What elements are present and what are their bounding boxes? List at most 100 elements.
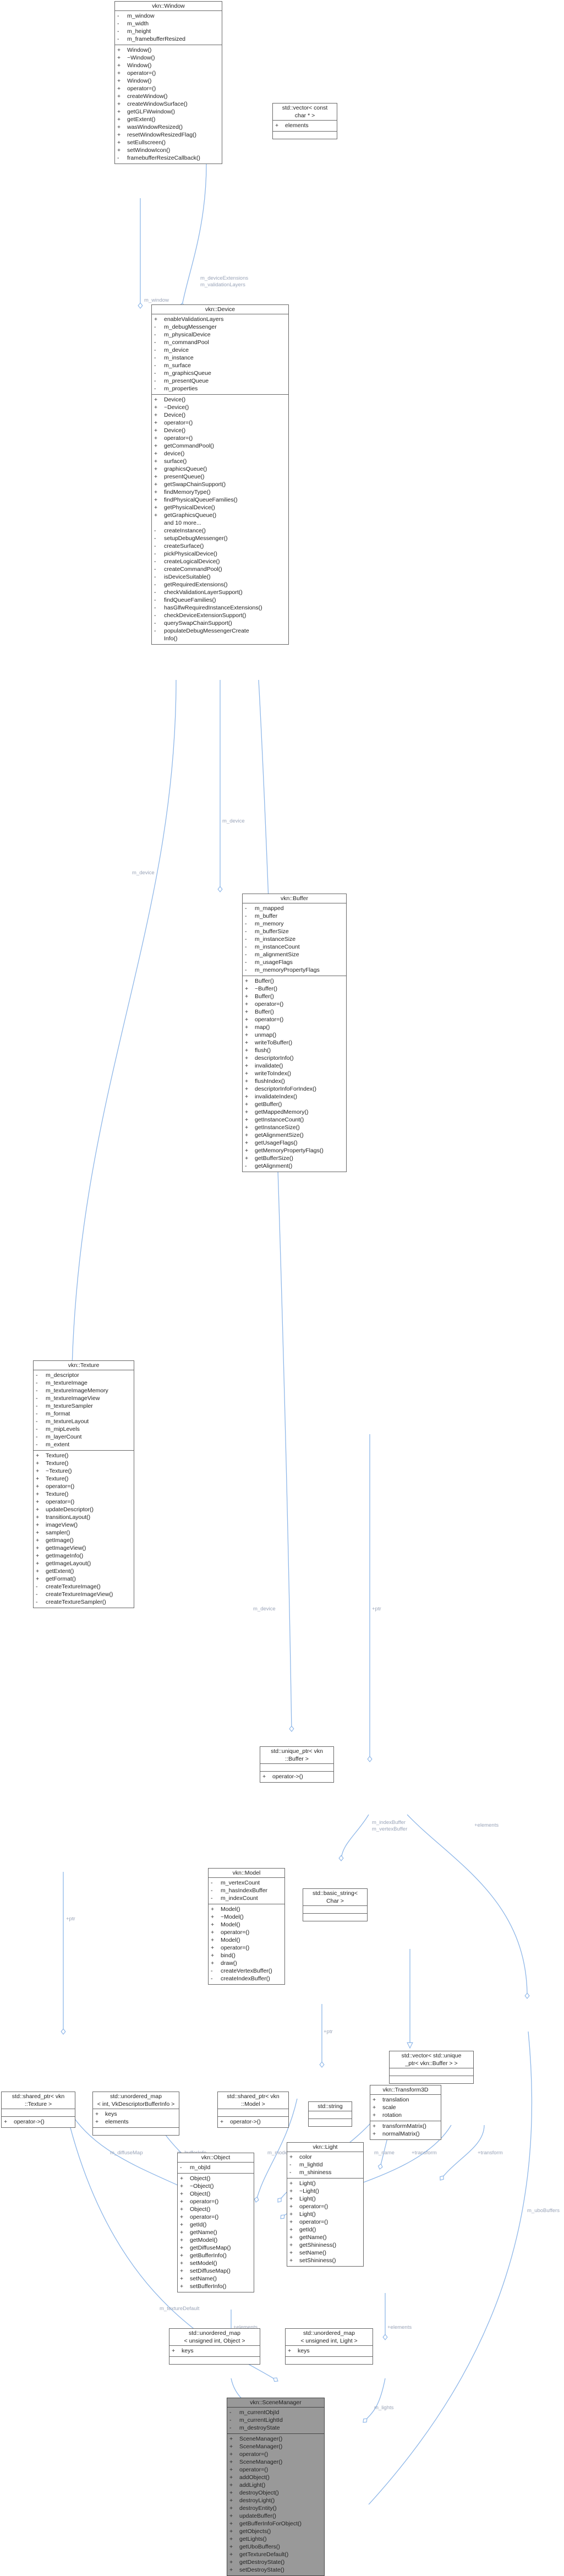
member-name: m_graphicsQueue bbox=[164, 370, 211, 377]
class-method: +device() bbox=[152, 450, 288, 458]
class-attribute: -m_instance bbox=[152, 354, 288, 362]
member-name: populateDebugMessengerCreate bbox=[164, 628, 249, 634]
class-std-vector-unique-ptr-buffer[interactable]: std::vector< std::unique_ptr< vkn::Buffe… bbox=[389, 2051, 474, 2084]
class-vkn-buffer[interactable]: vkn::Buffer-m_mapped-m_buffer-m_memory-m… bbox=[242, 894, 347, 1172]
class-std-shared-ptr-texture[interactable]: std::shared_ptr< vkn::Texture >+operator… bbox=[1, 2092, 75, 2128]
class-vkn-scene-manager[interactable]: vkn::SceneManager-m_currentObjId-m_curre… bbox=[227, 2398, 325, 2576]
visibility-marker: - bbox=[154, 581, 156, 588]
class-std-unordered-map-buffer-info[interactable]: std::unordered_map< int, VkDescriptorBuf… bbox=[92, 2092, 179, 2136]
class-method: +Texture() bbox=[34, 1459, 134, 1467]
member-name: m_indexCount bbox=[221, 1895, 258, 1902]
member-name: getShininess() bbox=[299, 2242, 337, 2248]
class-method: +operator=() bbox=[152, 419, 288, 427]
member-name: Texture() bbox=[46, 1452, 69, 1459]
class-std-string[interactable]: std::string bbox=[308, 2101, 352, 2127]
class-method: +operator=() bbox=[287, 2203, 363, 2210]
visibility-marker: + bbox=[36, 1553, 40, 1559]
visibility-marker: + bbox=[211, 1929, 215, 1936]
class-vkn-window[interactable]: vkn::Window-m_window-m_width-m_height-m_… bbox=[114, 1, 222, 164]
member-name: m_properties bbox=[164, 385, 198, 392]
member-name: m_mapped bbox=[255, 905, 284, 912]
class-title-line: std::unordered_map bbox=[189, 2330, 240, 2337]
visibility-marker: + bbox=[154, 420, 158, 426]
class-method: Info() bbox=[152, 635, 288, 642]
class-std-unique-ptr-buffer[interactable]: std::unique_ptr< vkn::Buffer >+operator-… bbox=[260, 1746, 334, 1783]
class-attribute: -m_indexCount bbox=[209, 1894, 284, 1902]
visibility-marker: + bbox=[211, 1914, 215, 1920]
visibility-marker: - bbox=[36, 1372, 38, 1379]
class-attribute: -m_textureSampler bbox=[34, 1402, 134, 1410]
class-method: +getTextureDefault() bbox=[227, 2551, 324, 2558]
class-method: +Light() bbox=[287, 2195, 363, 2203]
member-name: findPhysicalQueueFamilies() bbox=[164, 497, 238, 503]
class-method: +resetWindowResizedFlag() bbox=[115, 131, 222, 139]
member-name: Object() bbox=[190, 2206, 211, 2213]
edge-label-m-diffuse-map: m_diffuseMap bbox=[110, 2150, 143, 2156]
visibility-marker: + bbox=[36, 1522, 40, 1528]
visibility-marker: - bbox=[117, 155, 119, 161]
member-name: setModel() bbox=[190, 2260, 217, 2267]
visibility-marker: + bbox=[229, 2520, 233, 2527]
class-method: +setName() bbox=[178, 2275, 254, 2283]
class-method: +getId() bbox=[178, 2221, 254, 2229]
member-name: Model() bbox=[221, 1937, 240, 1943]
class-methods: +SceneManager()+SceneManager()+operator=… bbox=[227, 2434, 324, 2575]
class-method: +getInstanceCount() bbox=[243, 1116, 346, 1124]
class-method: +destroyLight() bbox=[227, 2497, 324, 2504]
member-name: writeToIndex() bbox=[255, 1070, 291, 1077]
member-name: getUboBuffers() bbox=[239, 2544, 280, 2550]
class-method: +operator=() bbox=[227, 2466, 324, 2474]
visibility-marker: + bbox=[373, 2131, 376, 2137]
class-attributes: +elements bbox=[273, 121, 337, 132]
class-methods bbox=[303, 1914, 367, 1921]
class-methods bbox=[286, 2357, 373, 2364]
class-method: -findQueueFamilies() bbox=[152, 596, 288, 604]
class-attribute: -m_layerCount bbox=[34, 1433, 134, 1441]
class-method: +getModel() bbox=[178, 2236, 254, 2244]
class-method: +operator->() bbox=[218, 2118, 288, 2126]
class-title-line: vkn::Window bbox=[152, 3, 185, 9]
class-vkn-texture[interactable]: vkn::Texture-m_descriptor-m_textureImage… bbox=[33, 1360, 134, 1608]
class-methods: +Buffer()+~Buffer()+Buffer()+operator=()… bbox=[243, 976, 346, 1172]
visibility-marker: - bbox=[117, 13, 119, 19]
class-title-line: std::unique_ptr< vkn bbox=[271, 1748, 323, 1755]
visibility-marker: + bbox=[229, 2451, 233, 2458]
class-method: +map() bbox=[243, 1023, 346, 1031]
class-vkn-transform3d[interactable]: vkn::Transform3D+translation+scale+rotat… bbox=[370, 2085, 441, 2140]
visibility-marker: + bbox=[36, 1576, 40, 1582]
class-std-unordered-map-light[interactable]: std::unordered_map< unsigned int, Light … bbox=[285, 2328, 373, 2365]
member-name: createInstance() bbox=[164, 527, 206, 534]
class-method: -querySwapChainSupport() bbox=[152, 619, 288, 627]
class-std-basic-string-char[interactable]: std::basic_string<Char > bbox=[303, 1888, 368, 1921]
visibility-marker: - bbox=[36, 1591, 38, 1598]
edge-shared-tex-scene bbox=[63, 2098, 278, 2382]
class-title-line: std::basic_string< bbox=[312, 1890, 358, 1897]
visibility-marker: + bbox=[36, 1499, 40, 1505]
visibility-marker: + bbox=[211, 1945, 215, 1951]
class-method: +addObject() bbox=[227, 2474, 324, 2481]
member-name: m_lightId bbox=[299, 2161, 323, 2168]
class-method: -setupDebugMessenger() bbox=[152, 535, 288, 542]
class-method: +descriptorInfo() bbox=[243, 1054, 346, 1062]
class-method: +Model() bbox=[209, 1936, 284, 1944]
edge-device-texture bbox=[69, 679, 177, 1404]
class-vkn-light[interactable]: vkn::Light+color-m_lightId-m_shininess+L… bbox=[287, 2142, 364, 2267]
member-name: m_presentQueue bbox=[164, 378, 209, 384]
member-name: m_height bbox=[127, 28, 151, 35]
class-method: +operator=() bbox=[115, 69, 222, 77]
class-method: +flush() bbox=[243, 1047, 346, 1054]
member-name: m_bufferSize bbox=[255, 928, 289, 935]
member-name: setDiffuseMap() bbox=[190, 2268, 231, 2274]
class-vkn-device[interactable]: vkn::Device+enableValidationLayers-m_deb… bbox=[151, 304, 289, 645]
class-vkn-object[interactable]: vkn::Object-m_objId+Object()+~Object()+O… bbox=[177, 2153, 254, 2292]
class-std-shared-ptr-model[interactable]: std::shared_ptr< vkn::Model >+operator->… bbox=[217, 2092, 289, 2128]
class-vkn-model[interactable]: vkn::Model-m_vertexCount-m_hasIndexBuffe… bbox=[208, 1868, 285, 1985]
member-name: m_currentObjId bbox=[239, 2409, 280, 2416]
visibility-marker: - bbox=[154, 370, 156, 377]
class-method: +findMemoryType() bbox=[152, 488, 288, 496]
class-title-line: < unsigned int, Light > bbox=[300, 2338, 358, 2344]
class-std-unordered-map-object[interactable]: std::unordered_map< unsigned int, Object… bbox=[169, 2328, 260, 2365]
member-name: getLights() bbox=[239, 2536, 267, 2542]
